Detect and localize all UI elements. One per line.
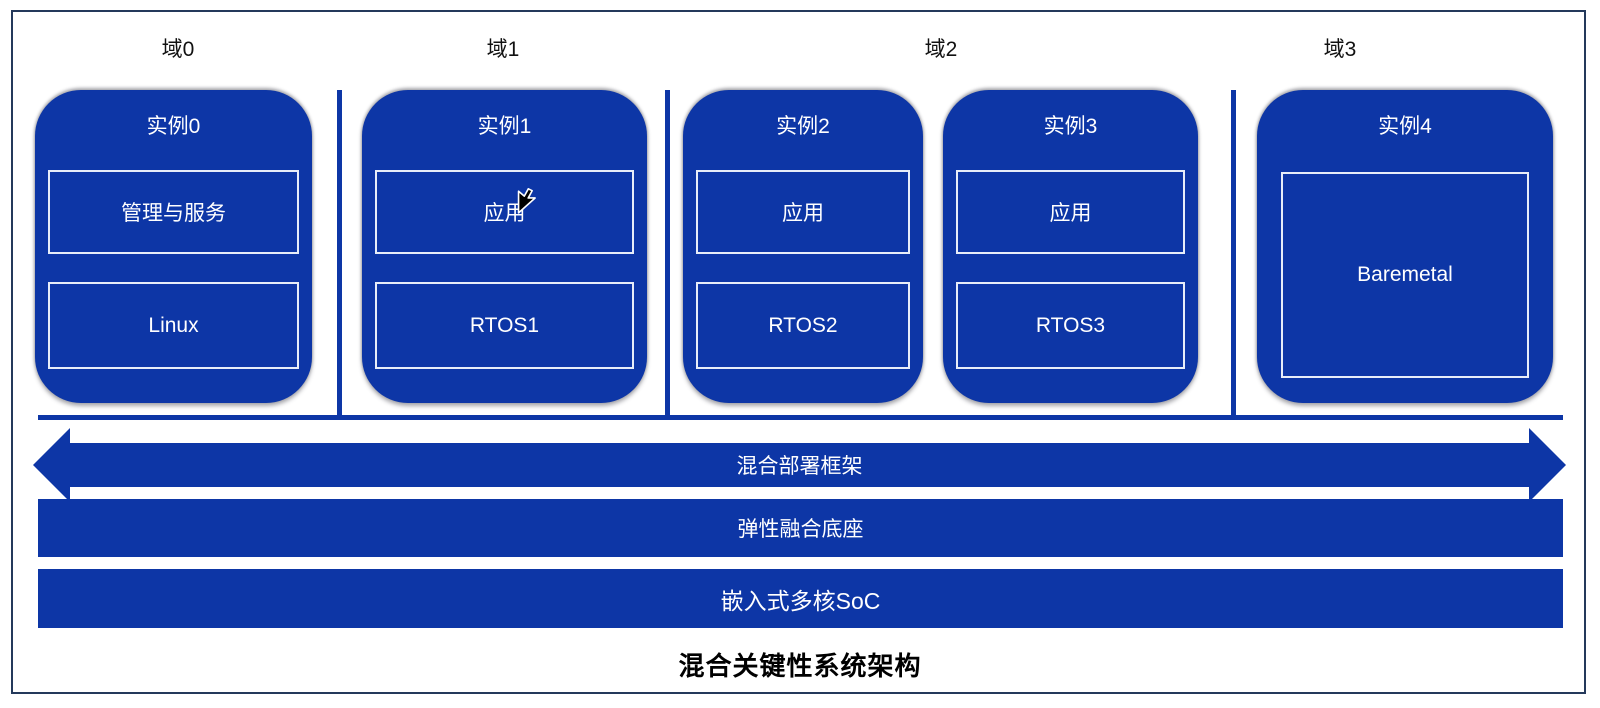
double-arrow-shape — [33, 428, 1566, 502]
instance-2-block-rtos: RTOS2 — [696, 282, 910, 369]
instance-4-box: 实例4 Baremetal — [1257, 90, 1553, 403]
elastic-fusion-base-bar: 弹性融合底座 — [38, 499, 1563, 557]
instance-1-box: 实例1 应用 RTOS1 — [362, 90, 647, 403]
deployment-framework-arrow: 混合部署框架 — [33, 428, 1566, 502]
diagram-title: 混合关键性系统架构 — [678, 651, 922, 681]
instance-3-block-rtos: RTOS3 — [956, 282, 1185, 369]
instance-1-block-rtos: RTOS1 — [375, 282, 634, 369]
domain-label-3: 域3 — [1323, 38, 1357, 61]
domain-label-2: 域2 — [924, 38, 958, 61]
embedded-multicore-soc-label: 嵌入式多核SoC — [720, 587, 881, 614]
instance-2-block-app: 应用 — [696, 170, 910, 254]
instance-0-title: 实例0 — [146, 115, 201, 138]
instance-3-block-app: 应用 — [956, 170, 1185, 254]
domain-label-0: 域0 — [161, 38, 195, 61]
instance-1-title: 实例1 — [477, 115, 532, 138]
instance-3-title: 实例3 — [1043, 115, 1098, 138]
embedded-multicore-soc-bar: 嵌入式多核SoC — [38, 569, 1563, 628]
instance-2-box: 实例2 应用 RTOS2 — [683, 90, 923, 403]
outer-frame — [11, 10, 1586, 694]
instance-0-block-mgmt: 管理与服务 — [48, 170, 299, 254]
instance-0-block-linux: Linux — [48, 282, 299, 369]
instance-2-title: 实例2 — [776, 115, 830, 138]
domain-separator-2-3 — [1231, 90, 1236, 418]
instances-bottom-line — [38, 415, 1563, 420]
instance-4-block-baremetal: Baremetal — [1281, 172, 1529, 378]
domain-separator-0-1 — [337, 90, 342, 418]
instance-1-block-app: 应用 — [375, 170, 634, 254]
domain-label-1: 域1 — [486, 38, 520, 61]
elastic-fusion-base-label: 弹性融合底座 — [737, 518, 864, 541]
cursor-icon — [517, 188, 536, 214]
domain-separator-1-2 — [665, 90, 670, 418]
deployment-framework-label: 混合部署框架 — [736, 455, 863, 478]
instance-4-title: 实例4 — [1378, 115, 1432, 138]
instance-3-box: 实例3 应用 RTOS3 — [943, 90, 1198, 403]
instance-0-box: 实例0 管理与服务 Linux — [35, 90, 312, 403]
